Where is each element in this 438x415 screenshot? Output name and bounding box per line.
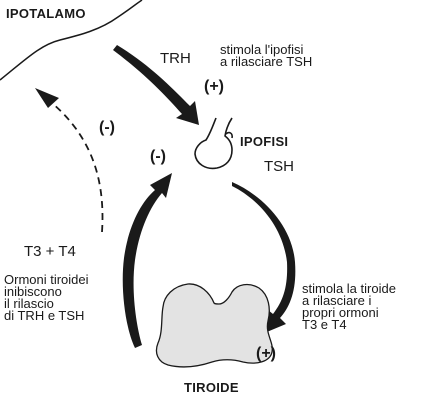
trh-arrow xyxy=(113,45,199,125)
tsh-action-text: stimola la tiroide a rilasciare i propri… xyxy=(302,281,396,332)
thyroid-label: TIROIDE xyxy=(184,380,239,395)
hypothalamus-outline xyxy=(0,0,143,81)
trh-action-text: stimola l'ipofisi a rilasciare TSH xyxy=(220,42,313,69)
feedback-arrow-pituitary xyxy=(122,173,172,348)
pituitary-label: IPOFISI xyxy=(240,134,289,149)
feedback-arrow-hypothalamus xyxy=(51,102,104,233)
feedback-sign-hypothalamus: (-) xyxy=(99,119,115,136)
pituitary-gland xyxy=(194,117,233,170)
feedback-sign-pituitary: (-) xyxy=(150,148,166,165)
tsh-effect-sign: (+) xyxy=(256,345,276,362)
feedback-text: Ormoni tiroidei inibiscono il rilascio d… xyxy=(4,272,89,323)
t3-t4-label: T3 + T4 xyxy=(24,243,76,260)
hypothalamus-label: IPOTALAMO xyxy=(6,6,86,21)
trh-label: TRH xyxy=(160,50,191,67)
feedback-arrowhead xyxy=(35,88,59,108)
trh-effect-sign: (+) xyxy=(204,78,224,95)
thyroid-gland xyxy=(155,283,273,368)
tsh-label: TSH xyxy=(264,158,294,175)
